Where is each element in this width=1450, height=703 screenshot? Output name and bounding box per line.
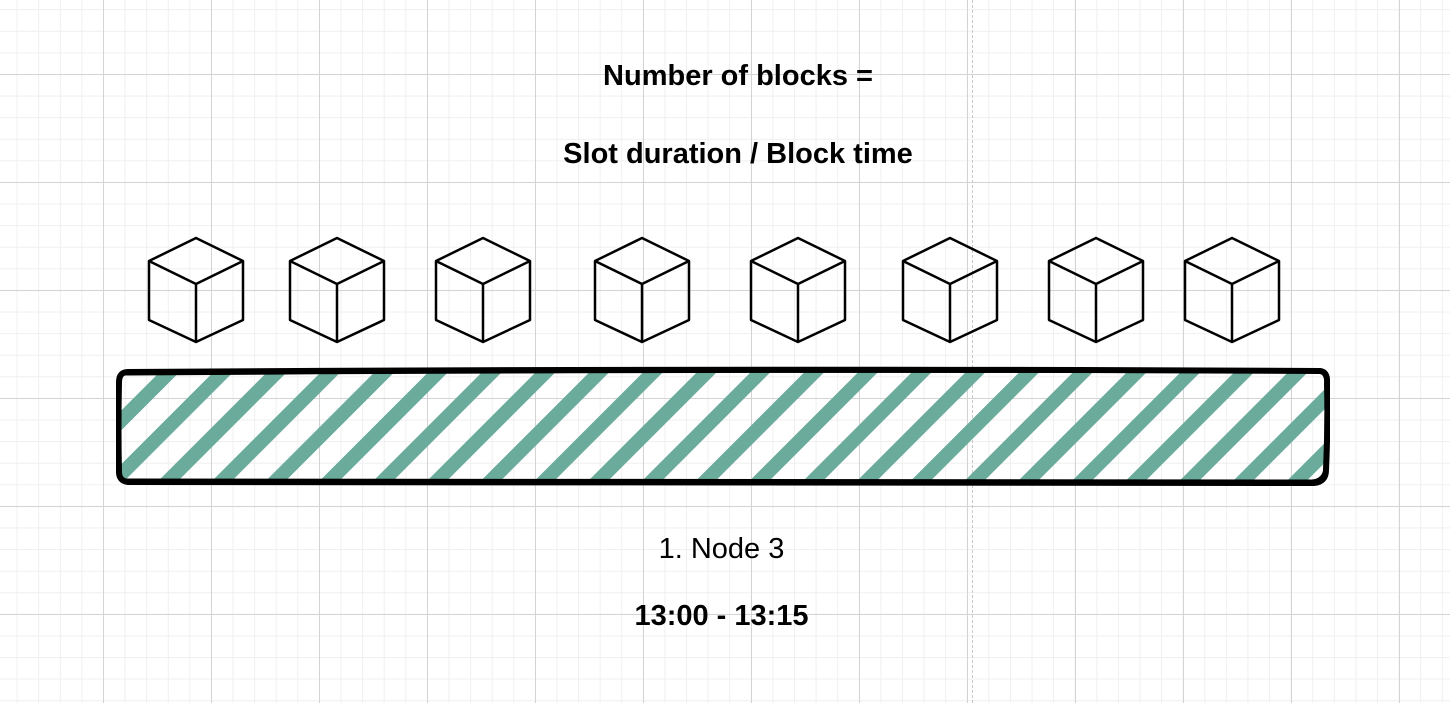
cube-icon <box>434 236 532 344</box>
cube-icon <box>1047 236 1145 344</box>
slot-bar <box>116 366 1330 486</box>
cube-icon <box>1183 236 1281 344</box>
slot-time-range: 13:00 - 13:15 <box>634 600 809 632</box>
cube-icon <box>288 236 386 344</box>
formula-numerator: Number of blocks = <box>603 60 873 92</box>
slot-node-label: 1. Node 3 <box>658 533 785 565</box>
hatch-fill <box>118 369 1328 483</box>
slot-bar-outline-stroke2 <box>118 369 1328 483</box>
page-boundary-guide <box>972 0 973 703</box>
cube-icon <box>749 236 847 344</box>
formula-denominator: Slot duration / Block time <box>563 138 913 170</box>
cube-icon <box>593 236 691 344</box>
cube-icon <box>901 236 999 344</box>
cube-icon <box>147 236 245 344</box>
